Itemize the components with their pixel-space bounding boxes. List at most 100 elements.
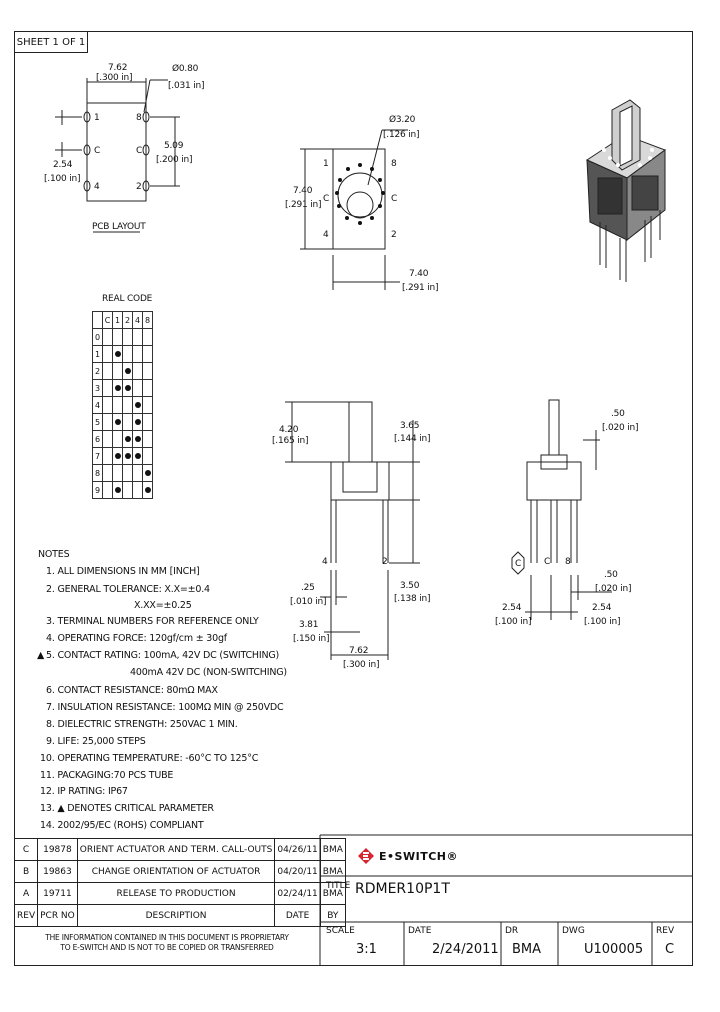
side-pin: 4 [322,557,328,567]
rev-label: REV [656,926,675,936]
note-item: 5. CONTACT RATING: 100mA, 42V DC (SWITCH… [46,650,280,661]
dwg-label: DWG [562,926,585,936]
side-h2-in: [.144 in] [394,434,431,444]
front-p1-in: [.100 in] [495,617,532,627]
pcb-dim-left-in: [.100 in] [44,174,81,184]
contact-dot-icon [114,418,121,425]
front-w: .50 [604,570,618,580]
contact-dot-icon [114,384,121,391]
front-p1: 2.54 [502,603,522,613]
side-off: 3.81 [299,620,319,630]
pcb-title: PCB LAYOUT [92,222,146,232]
contact-dot-icon [144,486,151,493]
note-item: 2. GENERAL TOLERANCE: X.X=±0.4 [46,584,210,595]
contact-dot-icon [124,435,131,442]
note-item: X.XX=±0.25 [134,600,192,611]
front-t: .50 [611,409,625,419]
side-h1: 4.20 [279,425,299,435]
side-pin-len: 3.50 [400,581,420,591]
proprietary-notice: THE INFORMATION CONTAINED IN THIS DOCUME… [14,933,320,953]
side-h1-in: [.165 in] [272,436,309,446]
revision-row: B 19863 CHANGE ORIENTATION OF ACTUATOR 0… [13,860,346,883]
by-header: BY [319,904,346,927]
date-header: DATE [274,904,321,927]
drawing-frame [14,31,693,966]
date-value: 2/24/2011 [432,942,499,957]
note-item: 9. LIFE: 25,000 STEPS [46,736,146,747]
top-height: 7.40 [293,186,313,196]
note-item: 1. ALL DIMENSIONS IN MM [INCH] [46,566,200,577]
contact-dot-icon [134,452,141,459]
side-pin-w-in: [.010 in] [290,597,327,607]
note-item: 8. DIELECTRIC STRENGTH: 250VAC 1 MIN. [46,719,238,730]
critical-triangle-icon: ▲ [37,650,45,661]
front-pin: C [544,557,551,567]
pcb-pin: 8 [136,113,142,123]
title-label: TITLE [326,881,351,891]
date-label: DATE [408,926,432,936]
note-item: 12. IP RATING: IP67 [40,786,128,797]
pcb-dim-top-in: [.300 in] [96,73,133,83]
top-pin: 2 [391,230,397,240]
top-pin: C [391,194,398,204]
contact-dot-icon [114,452,121,459]
real-code-row: 3 [92,379,153,397]
side-h2: 3.65 [400,421,420,431]
front-t-in: [.020 in] [602,423,639,433]
side-pin: 2 [382,557,388,567]
front-w-in: [.020 in] [595,584,632,594]
contact-dot-icon [114,486,121,493]
side-pin-len-in: [.138 in] [394,594,431,604]
note-item: 11. PACKAGING:70 PCS TUBE [40,770,174,781]
real-code-row: 9 [92,481,153,499]
real-code-cell [142,481,153,499]
dr-label: DR [505,926,519,936]
top-width: 7.40 [409,269,429,279]
contact-dot-icon [134,418,141,425]
contact-dot-icon [144,469,151,476]
pcb-dim-right: 5.09 [164,141,184,151]
pcb-dim-hole-in: [.031 in] [168,81,205,91]
real-code-row: 7 [92,447,153,465]
top-height-in: [.291 in] [285,200,322,210]
rev-cell: C [13,838,39,861]
front-p2-in: [.100 in] [584,617,621,627]
contact-dot-icon [124,384,131,391]
note-item: 13. ▲ DENOTES CRITICAL PARAMETER [40,803,214,814]
dr-value: BMA [512,942,542,957]
drawing-title: RDMER10P1T [355,881,450,897]
pcb-pin: 1 [94,113,100,123]
scale-label: SCALE [326,926,355,936]
proprietary-line: THE INFORMATION CONTAINED IN THIS DOCUME… [45,933,289,942]
real-code-title: REAL CODE [102,294,153,304]
logo-text: E•SWITCH® [379,849,458,863]
top-width-in: [.291 in] [402,283,439,293]
front-pin: C [515,559,522,569]
contact-dot-icon [124,452,131,459]
dwg-value: U100005 [584,942,644,957]
scale-value: 3:1 [356,942,377,957]
note-item: 7. INSULATION RESISTANCE: 100MΩ MIN @ 25… [46,702,284,713]
by-cell: BMA [319,882,346,905]
contact-dot-icon [124,367,131,374]
note-item: 6. CONTACT RESISTANCE: 80mΩ MAX [46,685,218,696]
pcb-dim-right-in: [.200 in] [156,155,193,165]
sheet-number: SHEET 1 OF 1 [14,31,88,53]
side-span: 7.62 [349,646,369,656]
front-pin: 8 [565,557,571,567]
revision-header-row: REV PCR NO DESCRIPTION DATE BY [13,904,346,927]
pcb-pin: C [136,146,143,156]
pcb-pin: C [94,146,101,156]
rev-value: C [665,942,675,957]
top-pin: 8 [391,159,397,169]
note-item: 3. TERMINAL NUMBERS FOR REFERENCE ONLY [46,616,259,627]
pcb-dim-top: 7.62 [108,63,128,73]
top-dia-in: [.126 in] [383,130,420,140]
note-item: 400mA 42V DC (NON-SWITCHING) [130,667,287,678]
